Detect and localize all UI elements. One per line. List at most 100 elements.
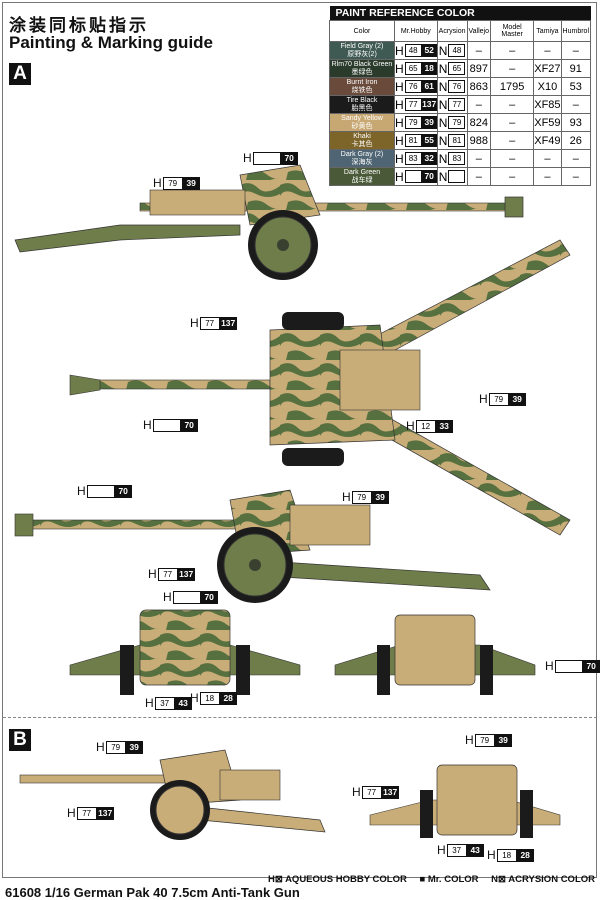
hobby-letter: H — [479, 392, 488, 406]
aqueous-number: 79 — [105, 740, 126, 754]
acrysion-number: 77 — [448, 98, 466, 111]
hobby-letter: H — [243, 151, 252, 165]
gun-rear-view-a — [334, 614, 536, 695]
aqueous-number: 79 — [488, 392, 509, 406]
hobby-letter: H — [67, 806, 76, 820]
aqueous-number: 77 — [76, 806, 97, 820]
mr-color-number: 70 — [280, 151, 298, 165]
hobby-letter: H — [395, 61, 404, 76]
gun-side-view-a2 — [14, 489, 491, 603]
mr-color-number: 28 — [219, 691, 237, 705]
hobby-letter: H — [352, 785, 361, 799]
acrysion-number: 76 — [448, 80, 466, 93]
acrysion-number: 48 — [448, 44, 466, 57]
hobby-letter: H — [395, 133, 404, 148]
gun-side-view-b — [19, 749, 326, 840]
product-title: 61608 1/16 German Pak 40 7.5cm Anti-Tank… — [5, 885, 300, 900]
tamiya-cell: X10 — [533, 77, 562, 96]
mr-color-number: 55 — [421, 134, 437, 147]
mr-color-number: 52 — [421, 44, 437, 57]
aqueous-number: 79 — [162, 176, 183, 190]
acrysion-letter: N — [438, 133, 448, 148]
mr-color-number: 32 — [421, 152, 437, 165]
section-a-label: A — [9, 63, 31, 85]
hobby-letter: H — [190, 691, 199, 705]
mr-color-number: 39 — [508, 392, 526, 406]
hobby-letter: H — [148, 567, 157, 581]
color-name-cn: 战车绿 — [351, 176, 373, 184]
model-master-cell: 1795 — [490, 77, 535, 96]
acrysion-number: 83 — [448, 152, 466, 165]
mr-color-number: 70 — [421, 170, 437, 183]
acrysion-letter: N — [438, 115, 448, 130]
hobby-letter: H — [406, 419, 415, 433]
aqueous-number: 83 — [404, 152, 422, 165]
acrysion-letter: N — [438, 97, 448, 112]
hobby-letter: H — [143, 418, 152, 432]
legend-acrysion: N⊠ ACRYSION COLOR — [491, 874, 595, 885]
acrysion-number: 81 — [448, 134, 466, 147]
aqueous-number: 77 — [157, 567, 178, 581]
hobby-letter: H — [96, 740, 105, 754]
acrysion-letter: N — [438, 79, 448, 94]
aqueous-number: 65 — [404, 62, 422, 75]
hobby-letter: H — [395, 97, 404, 112]
mr-color-number: 43 — [466, 843, 484, 857]
page-frame — [2, 2, 597, 878]
aqueous-number: 77 — [404, 98, 422, 111]
mr-color-number: 70 — [180, 418, 198, 432]
mr-color-number: 137 — [177, 567, 195, 581]
mr-color-number: 39 — [125, 740, 143, 754]
mr-color-number: 39 — [371, 490, 389, 504]
color-name-cn: 砂黄色 — [351, 122, 373, 130]
mr-color-number: 33 — [435, 419, 453, 433]
legend-hobby: H⊠ AQUEOUS HOBBY COLOR — [267, 874, 407, 885]
aqueous-number: 77 — [199, 316, 220, 330]
acrysion-code: N — [439, 170, 466, 184]
mr-color-number: 70 — [200, 590, 218, 604]
aqueous-number: 48 — [404, 44, 422, 57]
gun-side-view-a1 — [14, 164, 524, 280]
hobby-letter: H — [545, 659, 554, 673]
aqueous-number — [86, 484, 115, 498]
table-title: PAINT REFERENCE COLOR — [329, 6, 591, 21]
gun-front-view-a — [69, 609, 301, 695]
aqueous-number: 18 — [199, 691, 220, 705]
mr-color-number: 39 — [182, 176, 200, 190]
section-b-label: B — [9, 729, 31, 751]
